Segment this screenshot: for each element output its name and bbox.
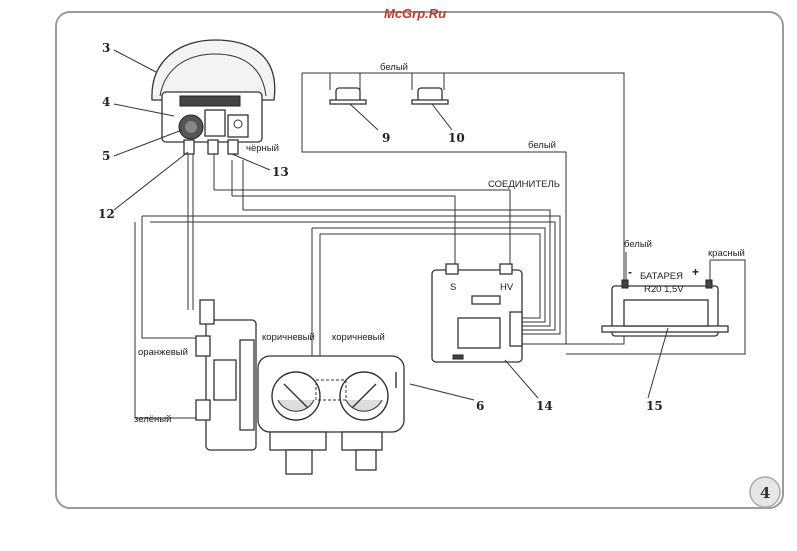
label-black: чёрный — [246, 143, 279, 154]
callout-13: 13 — [272, 165, 289, 179]
terminal-s-label: S — [450, 282, 456, 293]
battery-plus-label: + — [692, 265, 699, 279]
wires — [134, 72, 746, 419]
thermostat-9 — [329, 87, 367, 105]
label-brown-left: коричневый — [262, 332, 315, 343]
gas-valve — [195, 299, 257, 451]
page-badge — [749, 476, 781, 508]
callout-6: 6 — [476, 399, 484, 413]
label-orange: оранжевый — [138, 347, 188, 358]
terminal-hv-label: HV — [500, 282, 514, 293]
callout-12: 12 — [98, 207, 115, 221]
leader-lines — [113, 49, 669, 401]
callout-4: 4 — [102, 95, 110, 109]
label-white-right: белый — [528, 140, 556, 151]
thermostat-10 — [411, 87, 449, 105]
callout-14: 14 — [536, 399, 553, 413]
battery-minus-label: - — [628, 265, 632, 279]
callout-5: 5 — [102, 149, 110, 163]
watermark: McGrp.Ru — [384, 6, 447, 21]
callout-15: 15 — [646, 399, 663, 413]
control-unit — [431, 263, 523, 363]
label-green: зелёный — [134, 414, 171, 425]
battery-name: БАТАРЕЯ — [640, 271, 683, 282]
label-white-top: белый — [380, 62, 408, 73]
battery-spec: R20 1,5V — [644, 284, 684, 295]
label-connector: СОЕДИНИТЕЛЬ — [488, 179, 560, 190]
label-red: красный — [708, 248, 745, 259]
burner-hood — [151, 39, 276, 101]
callout-3: 3 — [102, 41, 110, 55]
burner-assembly — [151, 39, 276, 155]
callout-9: 9 — [382, 131, 390, 145]
battery-box — [601, 279, 729, 337]
label-brown-right: коричневый — [332, 332, 385, 343]
label-white-battery: белый — [624, 239, 652, 250]
page-badge-number: 4 — [760, 484, 770, 502]
knob-panel — [257, 355, 405, 475]
callout-10: 10 — [448, 131, 465, 145]
